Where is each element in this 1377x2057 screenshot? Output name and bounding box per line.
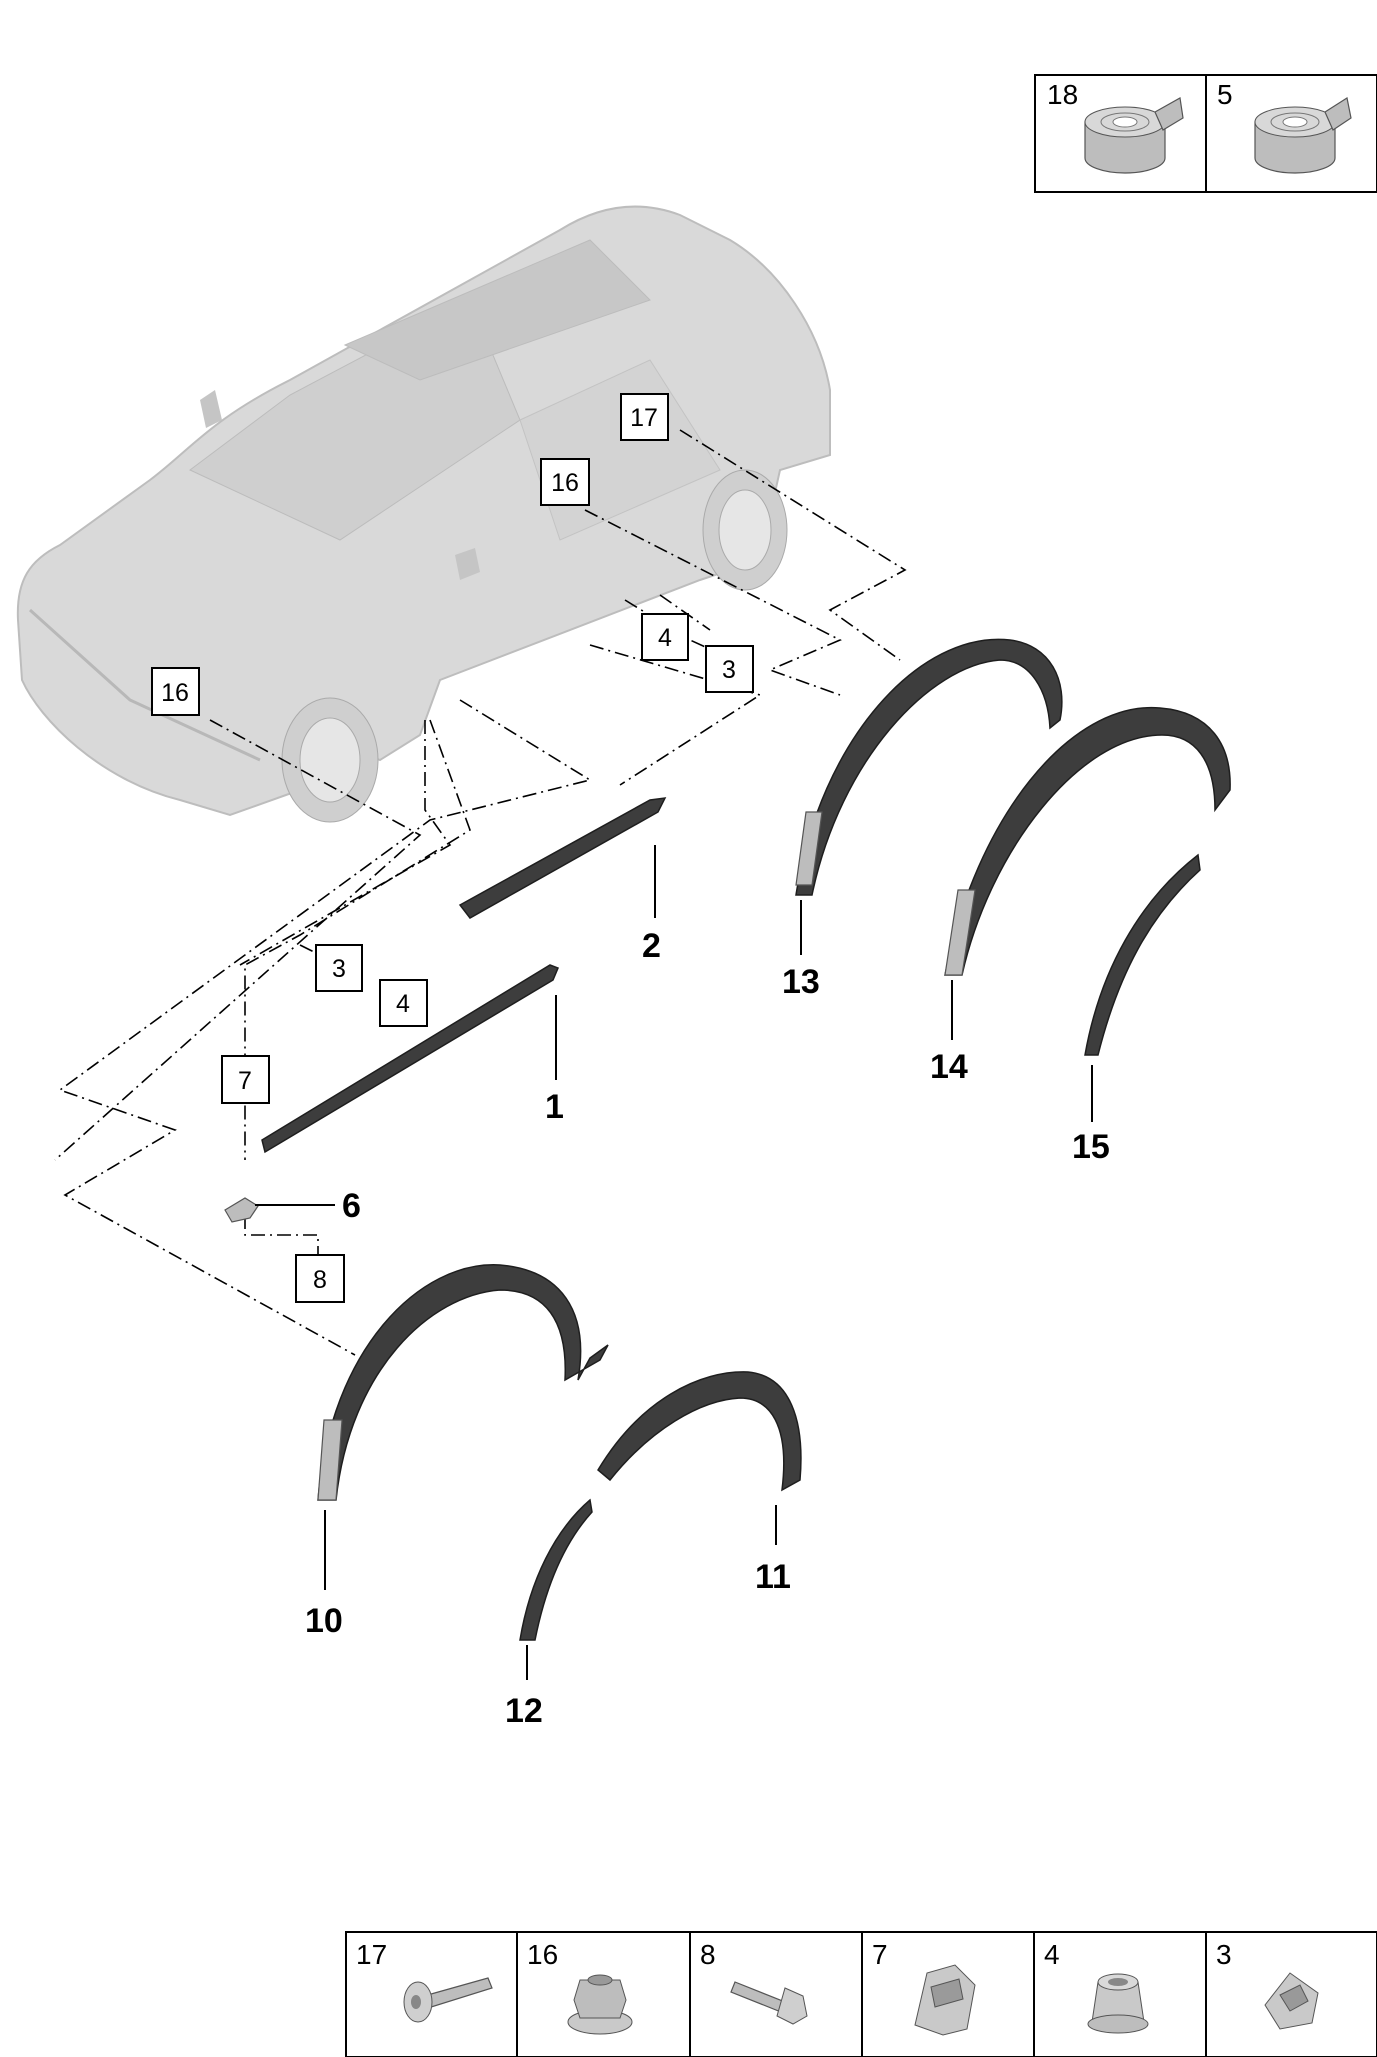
- bottom-legend-label-7: 7: [872, 1939, 888, 1970]
- part-15-arch-trim: [1084, 853, 1201, 1056]
- callout-14: 14: [930, 1048, 968, 1086]
- part-13-lower: [795, 811, 823, 886]
- callout-1: 1: [545, 1088, 564, 1126]
- part-12-arch-trim: [519, 1498, 593, 1641]
- top-legend-label-5: 5: [1217, 79, 1233, 110]
- part-14-lower: [944, 889, 976, 976]
- bottom-legend-label-16: 16: [527, 1939, 558, 1970]
- top-legend-label-18: 18: [1047, 79, 1078, 110]
- parts: [224, 638, 1231, 1641]
- top-legend: 18 5: [1034, 74, 1377, 193]
- bottom-legend-label-4: 4: [1044, 1939, 1060, 1970]
- box-label-3: 3: [722, 656, 736, 684]
- box-label-16: 16: [161, 679, 189, 707]
- grommet-icon: [1087, 1973, 1149, 2034]
- nut-icon: [567, 1974, 633, 2035]
- bottom-legend-label-3: 3: [1216, 1939, 1232, 1970]
- box-label-3: 3: [332, 955, 346, 983]
- box-label-4: 4: [658, 624, 672, 652]
- callout-15: 15: [1072, 1128, 1110, 1166]
- callout-11: 11: [755, 1558, 791, 1596]
- part-14-wheel-arch: [944, 706, 1231, 976]
- clip-icon: [914, 1964, 976, 2036]
- tape-roll-icon: [1084, 97, 1184, 174]
- clip-icon: [1264, 1972, 1319, 2030]
- part-2-trim-strip: [458, 797, 667, 919]
- vehicle-illustration: [16, 205, 831, 823]
- callout-13: 13: [782, 963, 820, 1001]
- reference-boxes: 17 16 16 4 3 3 4 7 8: [151, 393, 754, 1303]
- bottom-legend-label-8: 8: [700, 1939, 716, 1970]
- box-label-8: 8: [313, 1266, 327, 1294]
- part-1-sill-strip: [261, 964, 559, 1154]
- callout-6: 6: [342, 1187, 361, 1225]
- box-label-4: 4: [396, 990, 410, 1018]
- callout-12: 12: [505, 1692, 543, 1730]
- part-10-lower: [317, 1419, 343, 1501]
- box-label-16: 16: [551, 469, 579, 497]
- tape-roll-icon: [1254, 97, 1352, 174]
- leader-lines: [255, 845, 1093, 1680]
- part-11-wheel-arch: [597, 1371, 802, 1492]
- part-10-wheel-arch: [317, 1264, 609, 1501]
- callout-2: 2: [642, 927, 661, 965]
- part-6-clip: [224, 1197, 259, 1223]
- callout-10: 10: [305, 1602, 343, 1640]
- screw-icon: [403, 1977, 493, 2023]
- screw-icon: [730, 1981, 808, 2025]
- callouts: 1 2 6 10 11 12 13 14 15: [305, 927, 1110, 1730]
- part-13-wheel-arch: [795, 638, 1063, 896]
- bottom-legend-label-17: 17: [356, 1939, 387, 1970]
- box-label-17: 17: [630, 404, 658, 432]
- box-label-7: 7: [238, 1067, 252, 1095]
- bottom-legend: 17 16 8 7 4 3: [345, 1931, 1377, 2057]
